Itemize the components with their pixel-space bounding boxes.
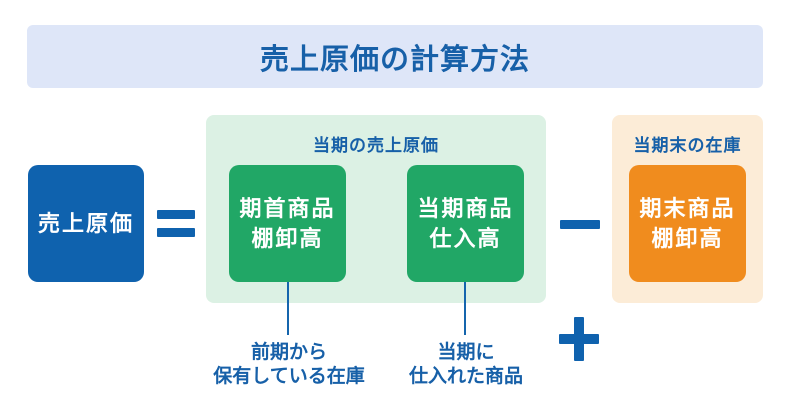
connector-line-beginning-inventory <box>287 282 289 335</box>
annotation-purchases-line1: 当期に <box>437 342 495 363</box>
annotation-beginning-inventory: 前期から 保有している在庫 <box>213 341 364 389</box>
purchases-label-line2: 仕入高 <box>429 225 502 251</box>
minus-sign <box>560 220 600 229</box>
result-box-label: 売上原価 <box>37 210 134 236</box>
cogs-group-panel: 当期の売上原価 期首商品 棚卸高 当期商品 仕入高 <box>206 115 599 361</box>
purchases-label-line1: 当期商品 <box>417 195 514 221</box>
equals-sign <box>157 210 195 237</box>
beginning-inventory-label-line1: 期首商品 <box>239 195 336 221</box>
ending-inventory-label-line1: 期末商品 <box>639 195 736 221</box>
result-box: 売上原価 <box>28 165 144 282</box>
annotation-beginning-line1: 前期から <box>250 342 327 363</box>
annotation-purchases-line2: 仕入れた商品 <box>408 366 524 387</box>
plus-sign <box>559 317 599 361</box>
beginning-inventory-box: 期首商品 棚卸高 <box>229 165 346 282</box>
equals-bar-bottom <box>157 228 195 237</box>
plus-vertical-bar <box>574 317 584 361</box>
ending-inventory-label-line2: 棚卸高 <box>651 225 724 251</box>
annotation-purchases: 当期に 仕入れた商品 <box>409 341 523 389</box>
cogs-group-label: 当期の売上原価 <box>313 136 439 155</box>
connector-line-purchases <box>464 282 466 335</box>
ending-inventory-box: 期末商品 棚卸高 <box>629 165 746 282</box>
ending-inventory-group-label: 当期末の在庫 <box>633 136 742 155</box>
page-title: 売上原価の計算方法 <box>259 43 530 76</box>
purchases-box: 当期商品 仕入高 <box>407 165 524 282</box>
ending-inventory-group-panel: 当期末の在庫 期末商品 棚卸高 <box>612 115 763 303</box>
beginning-inventory-label-line2: 棚卸高 <box>251 225 324 251</box>
annotation-beginning-line2: 保有している在庫 <box>213 366 365 387</box>
equals-bar-top <box>157 210 195 219</box>
title-banner: 売上原価の計算方法 <box>27 25 763 88</box>
